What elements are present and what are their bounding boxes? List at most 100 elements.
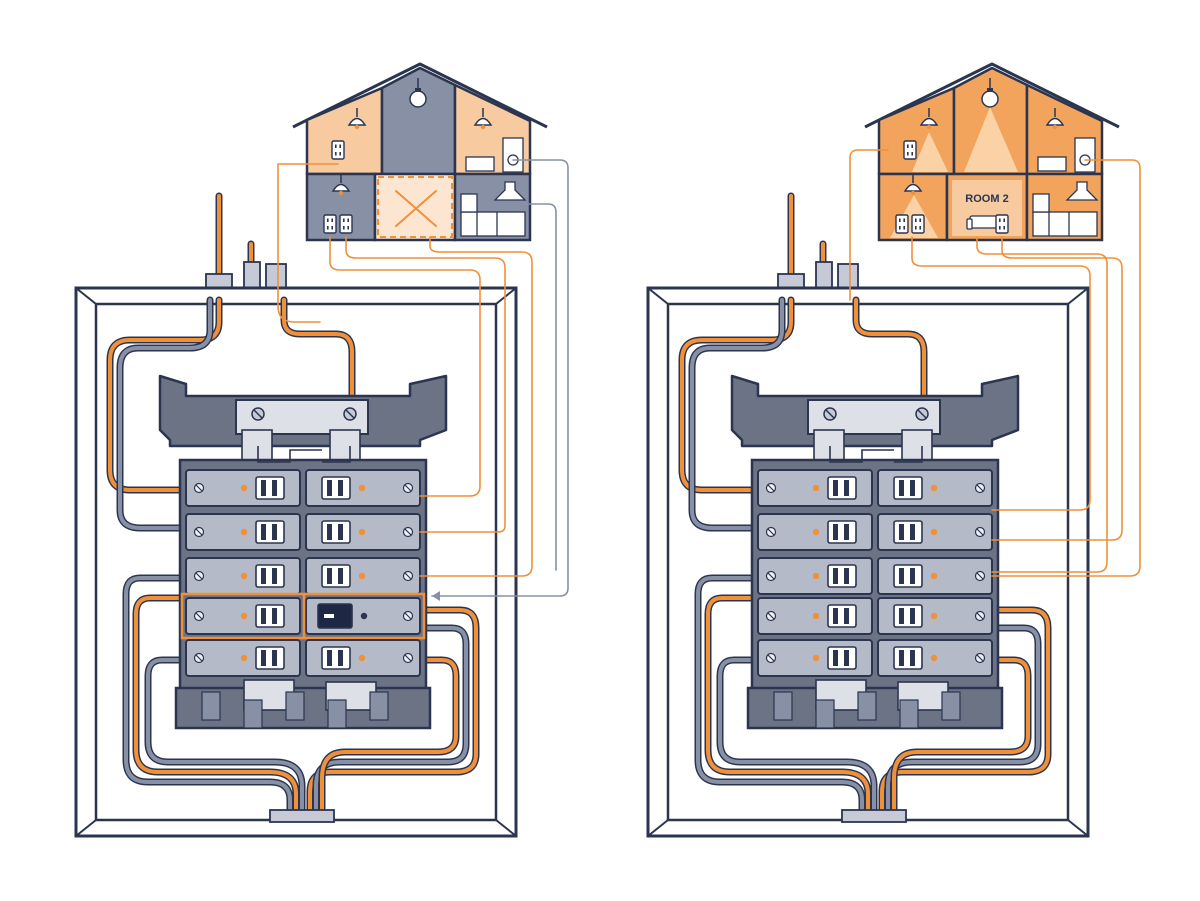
stove-icon	[1037, 156, 1067, 172]
branch-cable	[116, 296, 214, 532]
breaker-switch	[893, 646, 923, 670]
indicator-dot	[812, 484, 820, 492]
conduit-fitting	[777, 273, 805, 289]
terminal-screw-icon	[193, 482, 205, 494]
breaker-switch	[827, 564, 857, 588]
neutral-cable	[144, 656, 306, 814]
house	[292, 62, 548, 242]
stove-icon	[465, 156, 495, 172]
branch-wiring	[678, 296, 1052, 823]
indicator-dot	[812, 654, 820, 662]
breaker	[305, 469, 421, 507]
breaker-switch	[827, 646, 857, 670]
panel-right: ROOM 2	[646, 62, 1141, 838]
breaker-switch	[893, 476, 923, 500]
branch-cable	[678, 296, 795, 494]
arrow-icon	[432, 591, 440, 601]
chassis-rib	[899, 699, 919, 729]
chassis-rib	[941, 691, 961, 721]
conduit-fitting	[815, 261, 833, 289]
conduit-fitting	[243, 261, 261, 289]
terminal-screw-icon	[402, 610, 414, 622]
branch-wiring	[106, 296, 480, 823]
house-circuits	[277, 159, 569, 601]
outlet-icon	[323, 214, 337, 234]
terminal-screw-icon	[765, 610, 777, 622]
chassis-rib	[285, 691, 305, 721]
breaker-switch	[255, 564, 285, 588]
breaker	[185, 557, 301, 595]
indicator-dot	[358, 572, 366, 580]
fridge-icon	[1074, 137, 1096, 173]
breaker	[877, 557, 993, 595]
breaker	[305, 513, 421, 551]
terminal-screw-icon	[974, 570, 986, 582]
indicator-dot	[358, 484, 366, 492]
neutral-cable	[122, 574, 294, 814]
breaker	[757, 639, 873, 677]
neutral-cable	[716, 656, 878, 814]
terminal-screw-icon	[193, 610, 205, 622]
breaker-rows	[180, 469, 426, 677]
breaker-switch	[827, 520, 857, 544]
chassis-rib	[773, 691, 793, 721]
terminal-screw-icon	[765, 526, 777, 538]
kitchen-cabinets	[1032, 193, 1098, 237]
breaker-switch	[321, 520, 351, 544]
breaker	[185, 639, 301, 677]
breaker-switch	[321, 646, 351, 670]
circuit-line	[277, 163, 339, 323]
dead-room-outline	[377, 176, 453, 238]
terminal-screw-icon	[193, 526, 205, 538]
terminal-screw-icon	[402, 526, 414, 538]
circuit-line	[911, 236, 1091, 511]
terminal-screw-icon	[193, 652, 205, 664]
terminal-screw-icon	[974, 610, 986, 622]
lug-screw-icon	[343, 407, 357, 421]
conduit-fitting	[837, 263, 859, 289]
breaker-switch	[321, 564, 351, 588]
fridge-icon	[502, 137, 524, 173]
lug-screw-icon	[251, 407, 265, 421]
branch-cable	[704, 594, 872, 814]
outlet-icon	[911, 214, 925, 234]
terminal-screw-icon	[402, 652, 414, 664]
breaker	[757, 557, 873, 595]
dead-circuit-line	[431, 159, 569, 597]
indicator-dot	[812, 612, 820, 620]
service-cable	[280, 296, 356, 404]
terminal-screw-icon	[193, 570, 205, 582]
breaker	[877, 513, 993, 551]
terminal-screw-icon	[974, 526, 986, 538]
breaker-switch	[255, 476, 285, 500]
outlet-icon	[339, 214, 353, 234]
breaker-switch	[321, 476, 351, 500]
indicator-dot	[812, 528, 820, 536]
bus-connector	[257, 446, 322, 463]
bus-bar	[901, 429, 933, 461]
house: ROOM 2	[864, 62, 1120, 242]
neutral-cable	[694, 574, 866, 814]
breaker-switch	[893, 520, 923, 544]
terminal-screw-icon	[402, 482, 414, 494]
bottom-conduit-fitting	[841, 809, 907, 823]
breaker-switch	[893, 604, 923, 628]
circuit-line	[329, 236, 481, 497]
range-hood-icon	[1065, 181, 1099, 201]
switch-off	[317, 603, 353, 629]
indicator-dot	[240, 572, 248, 580]
outlet-icon	[331, 140, 345, 160]
terminal-screw-icon	[765, 482, 777, 494]
indicator-dot	[358, 528, 366, 536]
conduit-fitting	[265, 263, 287, 289]
range-hood-icon	[493, 181, 527, 201]
circuit-line	[419, 236, 533, 577]
bus-connector	[894, 446, 923, 463]
indicator-dot	[240, 484, 248, 492]
circuit-line	[849, 149, 889, 301]
indicator-dot	[360, 612, 368, 620]
breaker-rows	[757, 469, 993, 677]
indicator-dot	[240, 654, 248, 662]
tripped-breaker	[305, 597, 421, 635]
chassis-rib	[815, 699, 835, 729]
